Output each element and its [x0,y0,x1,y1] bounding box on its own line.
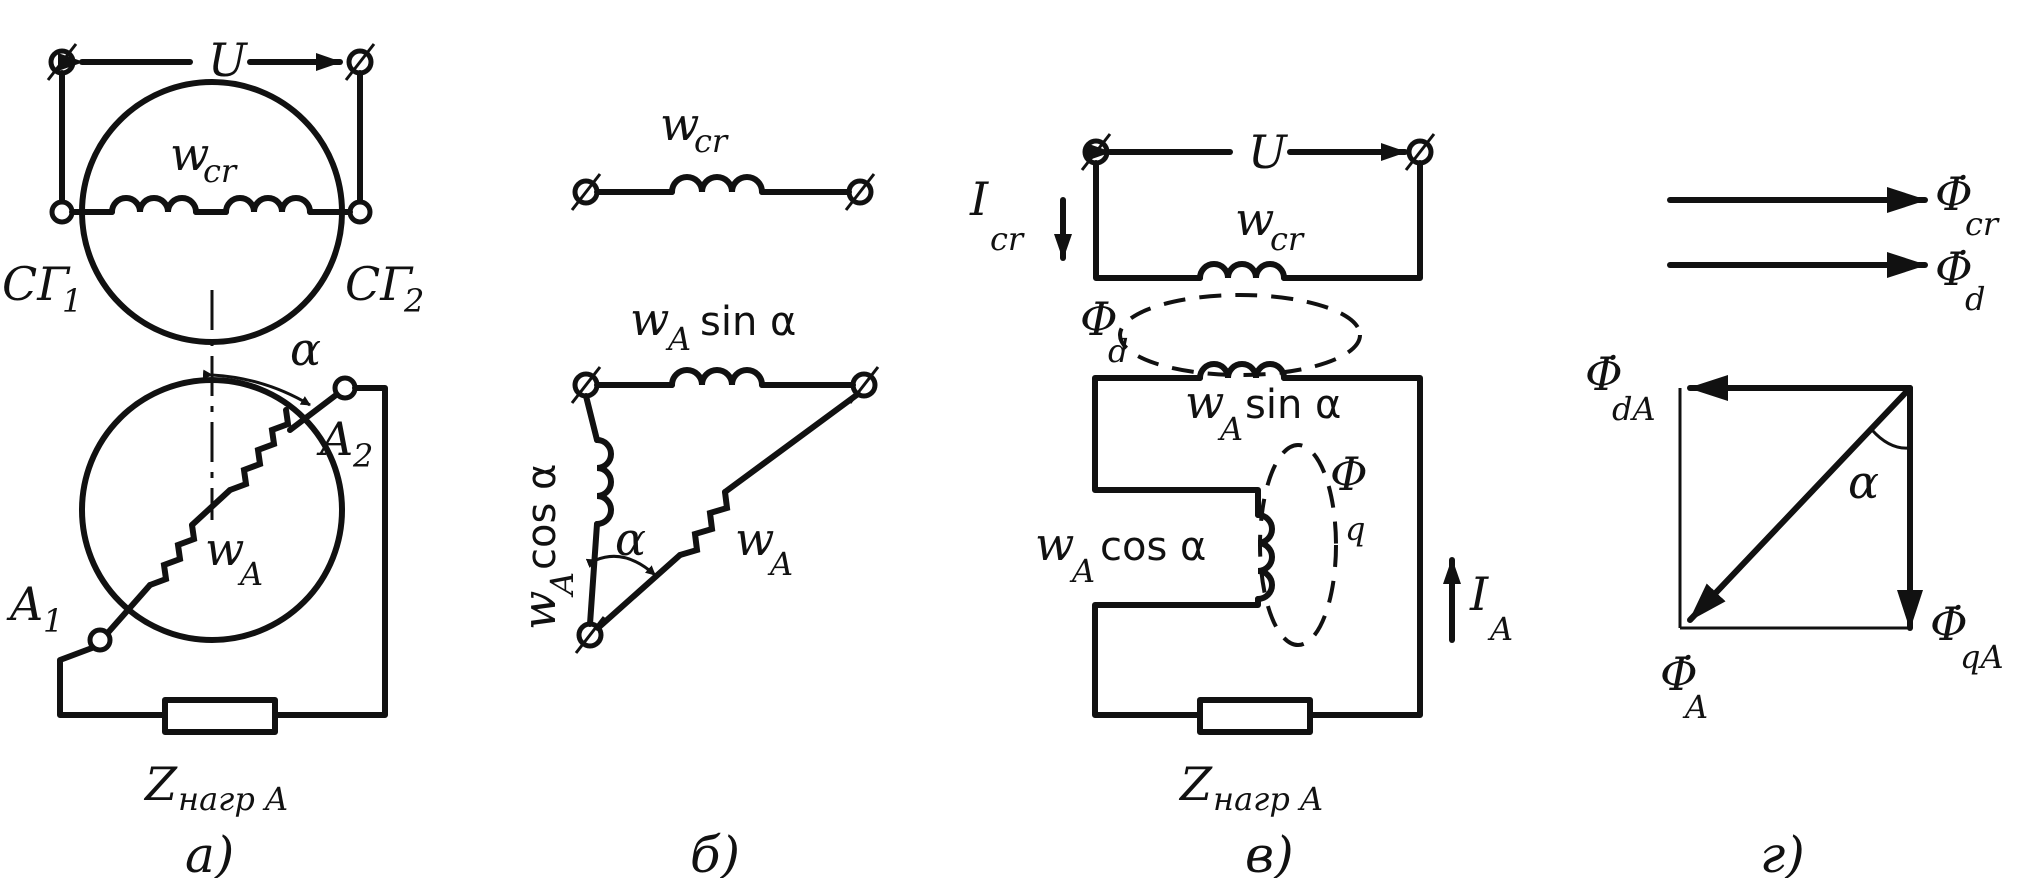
svg-text:cos α: cos α [1100,524,1206,570]
winding-cr-coil [669,174,765,195]
angle-arc [202,369,311,407]
svg-text:A: A [237,555,263,593]
svg-text:cr: cr [1270,220,1305,258]
svg-text:A: A [767,545,793,583]
caption-d: г) [1760,826,1805,878]
svg-text:Φ̇: Φ̇ [1660,647,1698,701]
voltage-label: U [208,33,249,87]
svg-text:A: A [1487,610,1513,648]
svg-text:I: I [1469,567,1489,621]
svg-text:α: α [1848,455,1879,509]
load-resistor [1197,697,1313,735]
svg-text:w: w [735,512,774,566]
panel-d: Φ̇ cr Φ̇ d α Φ̇ dA Φ̇ A Φ̇ qA г) [1585,167,2004,878]
svg-text:w: w [1035,517,1074,571]
svg-text:w: w [170,127,209,181]
svg-text:U: U [1248,125,1289,179]
stator-winding-coil [109,195,313,215]
svg-text:I: I [969,172,989,226]
svg-text:d: d [1965,280,1985,318]
svg-text:1: 1 [62,282,82,320]
svg-text:A: A [1682,688,1708,726]
svg-text:Φ̇: Φ̇ [1935,167,1973,221]
svg-text:cr: cr [1965,205,2000,243]
winding-cos-coil [1255,512,1275,602]
svg-text:2: 2 [403,282,424,320]
caption-a: а) [185,826,234,878]
svg-text:1: 1 [43,602,63,640]
svg-text:cr: cr [203,152,238,190]
label-a1: A [6,577,43,631]
svg-text:w: w [1235,192,1274,246]
vector-phi-A [1687,385,1913,623]
svg-text:q: q [1345,510,1365,548]
label-cr2: CΓ [345,257,414,311]
label-cr1: CΓ [2,257,71,311]
winding-sin-coil [1197,361,1287,381]
svg-text:Φ̇: Φ̇ [1930,597,1968,651]
svg-text:sin α: sin α [700,299,796,345]
caption-c: в) [1245,826,1294,878]
caption-b: б) [690,826,740,878]
svg-text:A: A [543,572,581,598]
svg-text:cr: cr [694,122,729,160]
svg-text:Φ̇: Φ̇ [1935,242,1973,296]
angle-label: α [290,322,321,376]
winding-cos-coil [594,437,614,527]
winding-sin-coil [669,367,765,388]
svg-text:w: w [512,591,566,630]
svg-text:w: w [660,97,699,151]
svg-text:A: A [1217,410,1243,448]
svg-text:w: w [630,292,669,346]
winding-cr-coil [1197,261,1287,281]
flux-d-ellipse [1118,293,1362,377]
svg-text:2: 2 [352,437,373,475]
svg-text:cr: cr [990,220,1025,258]
svg-text:α: α [615,512,646,566]
rotor-winding-coil-upper [227,407,292,493]
svg-text:cos α: cos α [519,464,565,570]
svg-text:Φ: Φ [1080,292,1118,346]
panel-b: w cr w A sin α w A α w A cos α [512,97,880,878]
load-resistor [162,697,278,735]
svg-text:dA: dA [1612,390,1656,428]
svg-text:w: w [1185,375,1224,429]
svg-text:Z: Z [1178,757,1213,811]
svg-text:Φ: Φ [1330,447,1368,501]
svg-text:нагр A: нагр A [178,780,288,818]
rotor-winding-coil-lower [147,522,198,588]
svg-text:Φ̇: Φ̇ [1585,347,1623,401]
terminal-a1 [87,627,113,653]
load-label: Z [143,757,178,811]
svg-text:w: w [205,522,244,576]
svg-text:нагр A: нагр A [1213,780,1323,818]
svg-text:A: A [1069,552,1095,590]
winding-a-coil [677,489,731,558]
label-a2: A [316,412,353,466]
panel-c: U w cr I cr Φ d w A sin α w A cos α Φ q [969,125,1513,878]
svg-text:d: d [1108,332,1128,370]
svg-text:A: A [665,320,691,358]
panel-a: U w cr CΓ 1 CΓ 2 w A A 1 A 2 [2,33,424,878]
flux-q-ellipse [1258,443,1338,647]
svg-text:sin α: sin α [1245,382,1341,428]
svg-text:qA: qA [1960,638,2004,676]
